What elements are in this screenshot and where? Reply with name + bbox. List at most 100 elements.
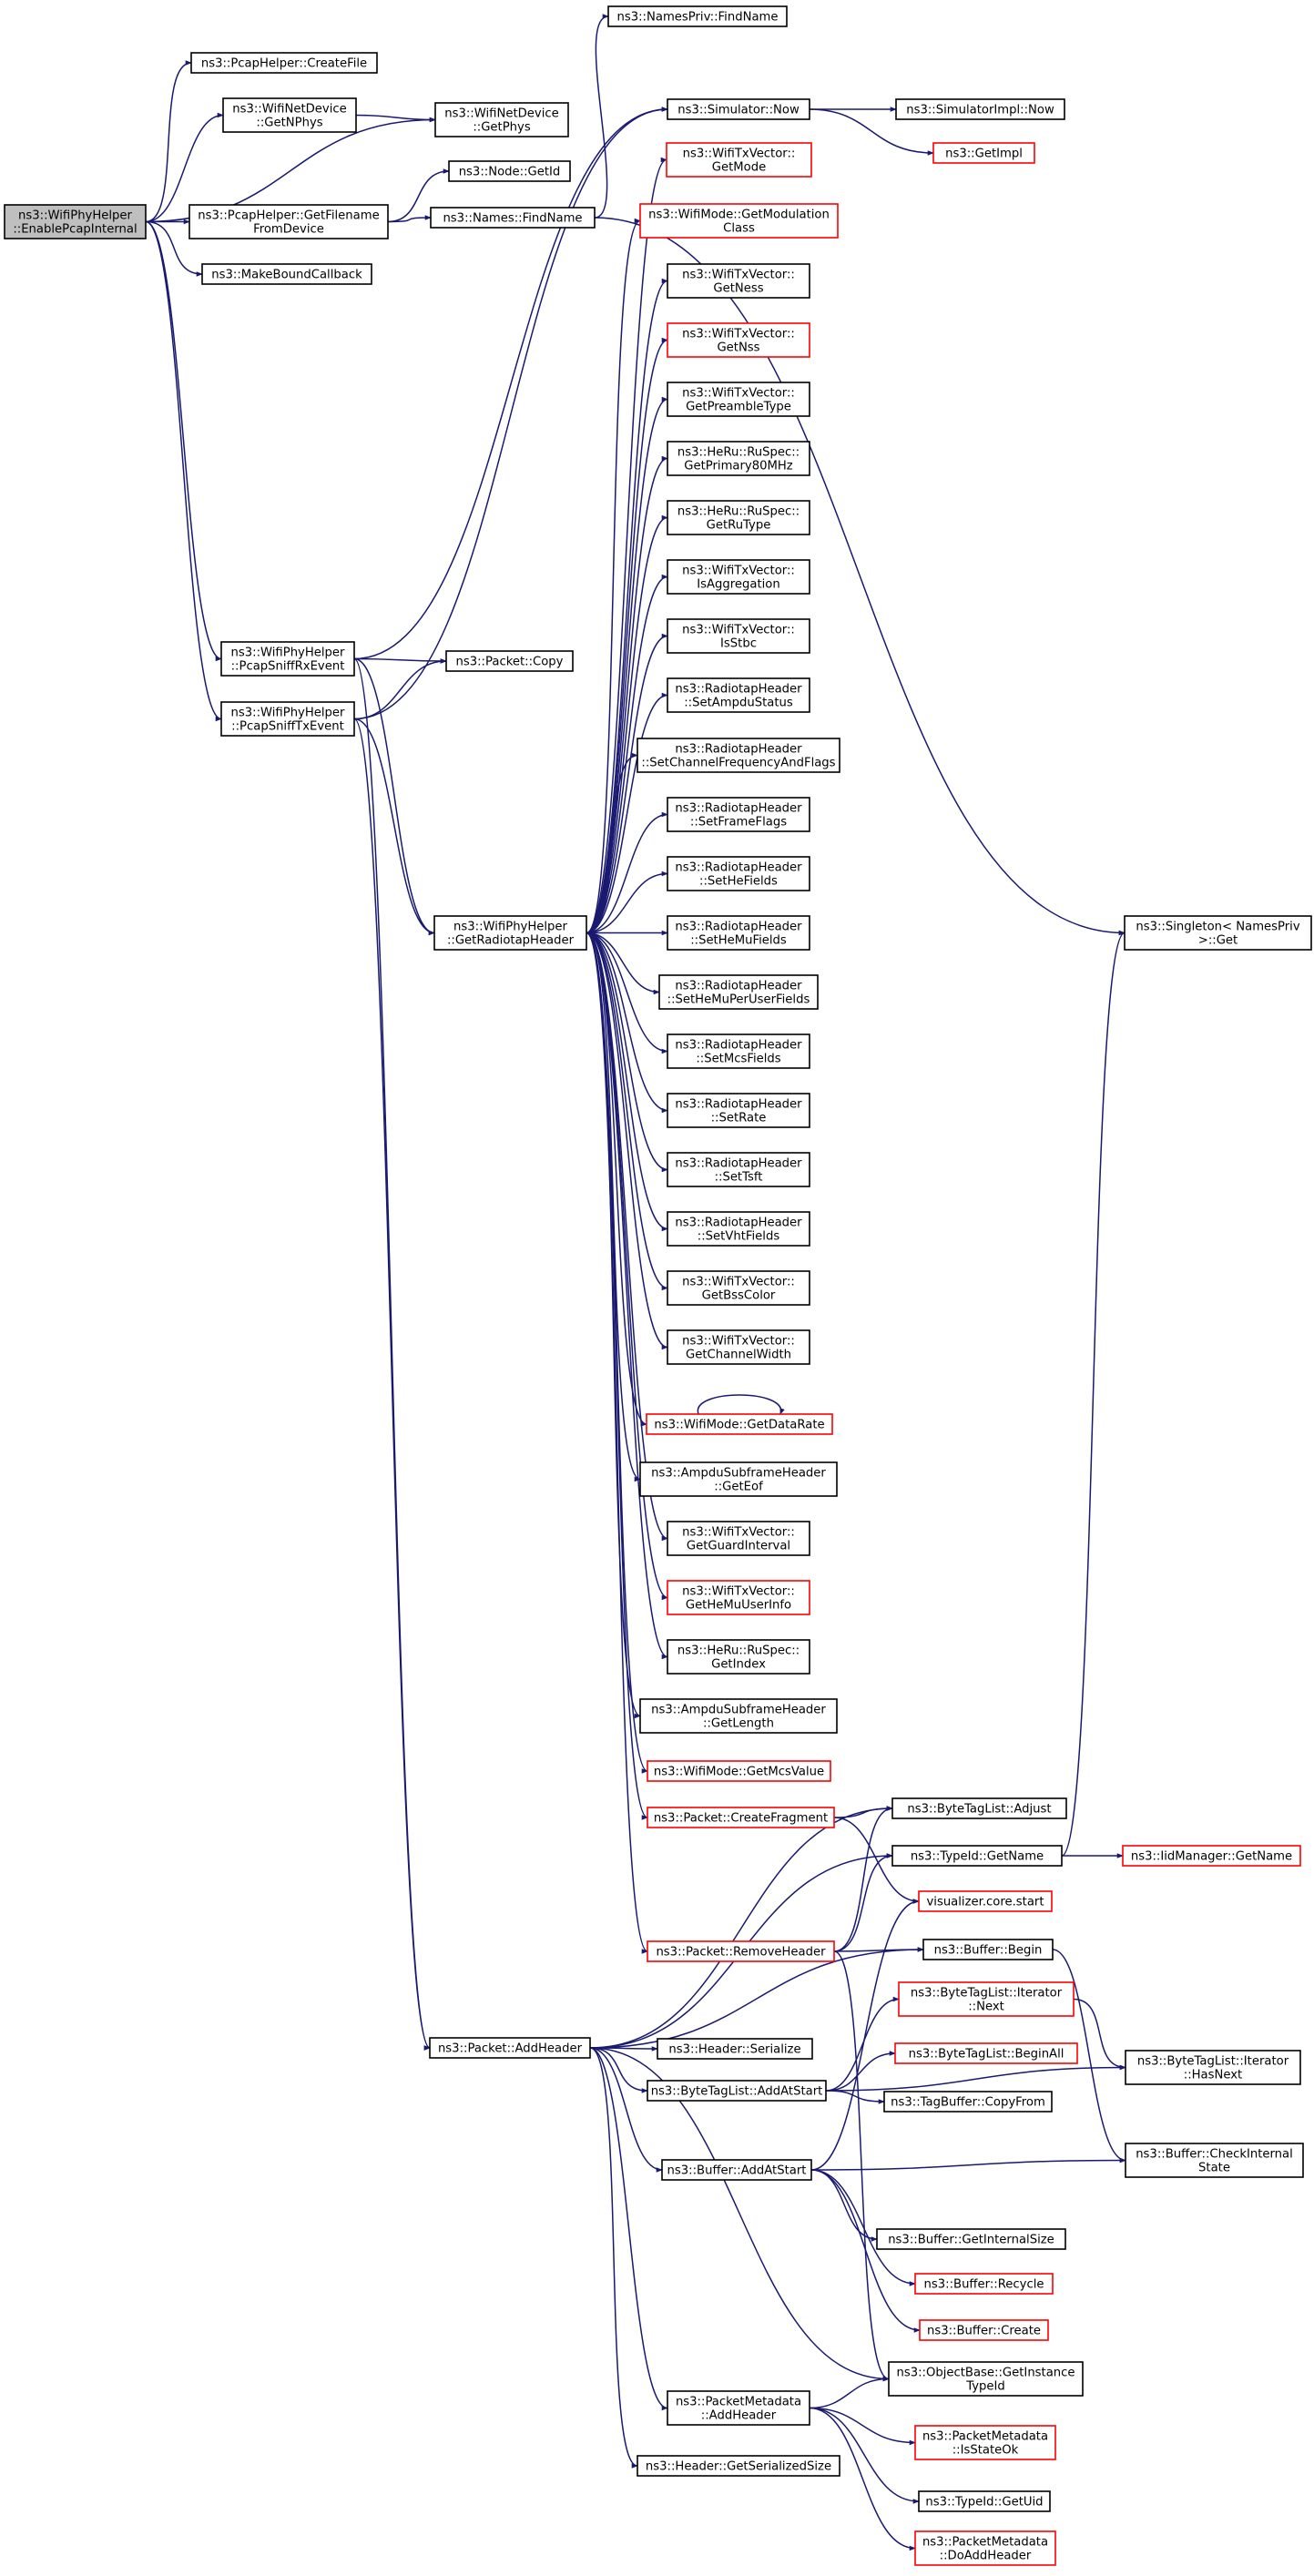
node-label: TypeId — [965, 2380, 1005, 2394]
node-label: ns3::HeRu::RuSpec:: — [677, 1644, 800, 1658]
node-tx-getnss[interactable]: ns3::WifiTxVector::GetNss — [667, 322, 810, 358]
node-typeid-name[interactable]: ns3::TypeId::GetName — [891, 1845, 1063, 1867]
node-rt-tsft[interactable]: ns3::RadiotapHeader::SetTsft — [667, 1152, 810, 1187]
node-box — [888, 2361, 1084, 2397]
node-rx-event[interactable]: ns3::WifiPhyHelper::PcapSniffRxEvent — [220, 641, 355, 677]
node-tagbuf-copy[interactable]: ns3::TagBuffer::CopyFrom — [883, 2091, 1053, 2113]
node-heru-rutype[interactable]: ns3::HeRu::RuSpec::GetRuType — [667, 500, 810, 535]
node-buf-begin[interactable]: ns3::Buffer::Begin — [922, 1939, 1054, 1960]
node-simimpl-now[interactable]: ns3::SimulatorImpl::Now — [895, 98, 1065, 120]
node-label: ::SetRate — [711, 1112, 767, 1125]
node-hdr-sersize[interactable]: ns3::Header::GetSerializedSize — [637, 2455, 840, 2477]
edge-radiotap-to-rt-mcs — [586, 932, 668, 1054]
node-tx-hemu[interactable]: ns3::WifiTxVector::GetHeMuUserInfo — [667, 1580, 810, 1615]
edge-buf-addatstart-to-buf-check — [810, 2157, 1126, 2171]
node-label: ::DoAddHeader — [940, 2550, 1032, 2563]
node-tx-bss[interactable]: ns3::WifiTxVector::GetBssColor — [667, 1270, 810, 1306]
node-ampdu-len[interactable]: ns3::AmpduSubframeHeader::GetLength — [639, 1698, 838, 1734]
node-rt-vht[interactable]: ns3::RadiotapHeader::SetVhtFields — [667, 1211, 810, 1247]
node-label: ns3::GetImpl — [945, 148, 1023, 161]
node-label: ns3::TypeId::GetName — [911, 1850, 1044, 1864]
node-btl-beginall[interactable]: ns3::ByteTagList::BeginAll — [894, 2042, 1078, 2064]
node-tx-getmode[interactable]: ns3::WifiTxVector::GetMode — [666, 142, 812, 178]
node-tx-getness[interactable]: ns3::WifiTxVector::GetNess — [667, 263, 810, 299]
node-iid-name[interactable]: ns3::IidManager::GetName — [1122, 1845, 1301, 1867]
node-label: ::GetRadiotapHeader — [447, 934, 575, 948]
node-tx-event[interactable]: ns3::WifiPhyHelper::PcapSniffTxEvent — [220, 701, 355, 737]
node-label: ns3::RadiotapHeader — [675, 1157, 802, 1171]
node-pkt-remove[interactable]: ns3::Packet::RemoveHeader — [647, 1940, 835, 1962]
node-ampdu-eof[interactable]: ns3::AmpduSubframeHeader::GetEof — [639, 1461, 838, 1497]
node-typeid-uid[interactable]: ns3::TypeId::GetUid — [918, 2490, 1051, 2512]
node-radiotap[interactable]: ns3::WifiPhyHelper::GetRadiotapHeader — [433, 915, 587, 951]
node-label: ::SetVhtFields — [698, 1230, 780, 1244]
node-label: ::GetNPhys — [256, 117, 322, 130]
node-rt-ampdu[interactable]: ns3::RadiotapHeader::SetAmpduStatus — [667, 677, 810, 713]
node-label: ns3::PacketMetadata — [922, 2430, 1048, 2444]
node-buf-create[interactable]: ns3::Buffer::Create — [919, 2319, 1049, 2341]
node-box — [657, 2038, 813, 2060]
node-pkt-copy[interactable]: ns3::Packet::Copy — [445, 650, 574, 672]
node-label: ::SetHeMuFields — [690, 934, 787, 948]
node-tx-isagg[interactable]: ns3::WifiTxVector::IsAggregation — [667, 559, 810, 595]
node-rt-he[interactable]: ns3::RadiotapHeader::SetHeFields — [667, 856, 810, 891]
node-btl-addatstart[interactable]: ns3::ByteTagList::AddAtStart — [647, 2080, 827, 2102]
node-label: ns3::Node::GetId — [459, 166, 561, 179]
node-btl-iter-hasnext[interactable]: ns3::ByteTagList::Iterator::HasNext — [1125, 2050, 1301, 2085]
node-heru-index[interactable]: ns3::HeRu::RuSpec::GetIndex — [667, 1639, 810, 1675]
node-buf-intsize[interactable]: ns3::Buffer::GetInternalSize — [876, 2228, 1066, 2250]
edge-radiotap-to-pkt-frag — [586, 932, 648, 1820]
node-buf-addatstart[interactable]: ns3::Buffer::AddAtStart — [661, 2159, 812, 2181]
node-label: ns3::WifiMode::GetModulation — [648, 209, 830, 222]
node-root[interactable]: ns3::WifiPhyHelper::EnablePcapInternal — [4, 204, 147, 239]
node-box — [667, 1521, 810, 1556]
node-tx-isstbc[interactable]: ns3::WifiTxVector::IsStbc — [667, 618, 810, 654]
node-hdr-serialize[interactable]: ns3::Header::Serialize — [657, 2038, 813, 2060]
node-singleton[interactable]: ns3::Singleton< NamesPriv >::Get — [1124, 915, 1312, 951]
node-getphys[interactable]: ns3::WifiNetDevice::GetPhys — [434, 102, 569, 137]
edge-pm-addheader-to-pm-doadd — [809, 2407, 916, 2551]
edge-pm-addheader-to-pm-isstateok — [809, 2407, 916, 2446]
node-tx-guard[interactable]: ns3::WifiTxVector::GetGuardInterval — [667, 1521, 810, 1556]
node-label: ::AddHeader — [701, 2409, 777, 2423]
node-namespriv-find[interactable]: ns3::NamesPriv::FindName — [607, 5, 788, 27]
node-getimpl[interactable]: ns3::GetImpl — [932, 142, 1035, 164]
node-names-find[interactable]: ns3::Names::FindName — [430, 207, 596, 229]
node-tx-chw[interactable]: ns3::WifiTxVector::GetChannelWidth — [667, 1329, 810, 1365]
node-box — [1125, 2050, 1301, 2085]
node-viz[interactable]: visualizer.core.start — [918, 1890, 1053, 1912]
node-mode-mcs[interactable]: ns3::WifiMode::GetMcsValue — [647, 1760, 831, 1782]
node-label: ns3::Packet::CreateFragment — [654, 1812, 828, 1826]
node-tx-getpreamble[interactable]: ns3::WifiTxVector::GetPreambleType — [667, 382, 810, 417]
node-node-getid[interactable]: ns3::Node::GetId — [448, 160, 571, 182]
node-rt-hemu[interactable]: ns3::RadiotapHeader::SetHeMuFields — [667, 915, 810, 951]
node-getnphys[interactable]: ns3::WifiNetDevice::GetNPhys — [222, 97, 357, 133]
node-rt-chan[interactable]: ns3::RadiotapHeader::SetChannelFrequency… — [637, 738, 840, 773]
node-label: ns3::ByteTagList::BeginAll — [909, 2048, 1064, 2062]
node-box — [646, 1413, 833, 1435]
node-box — [667, 1033, 810, 1069]
node-heru-primary[interactable]: ns3::HeRu::RuSpec::GetPrimary80MHz — [667, 441, 810, 476]
node-btl-iter-next[interactable]: ns3::ByteTagList::Iterator::Next — [898, 1981, 1075, 2017]
node-pm-doadd[interactable]: ns3::PacketMetadata::DoAddHeader — [914, 2530, 1056, 2566]
node-mode-datarate[interactable]: ns3::WifiMode::GetDataRate — [646, 1413, 833, 1435]
node-makebound[interactable]: ns3::MakeBoundCallback — [201, 263, 372, 285]
node-rt-rate[interactable]: ns3::RadiotapHeader::SetRate — [667, 1093, 810, 1128]
node-btl-adjust[interactable]: ns3::ByteTagList::Adjust — [891, 1797, 1067, 1819]
node-rt-frameflags[interactable]: ns3::RadiotapHeader::SetFrameFlags — [667, 797, 810, 832]
node-rt-mcs[interactable]: ns3::RadiotapHeader::SetMcsFields — [667, 1033, 810, 1069]
node-pcap-create[interactable]: ns3::PcapHelper::CreateFile — [190, 52, 378, 74]
node-pm-isstateok[interactable]: ns3::PacketMetadata::IsStateOk — [914, 2425, 1056, 2460]
node-pm-addheader[interactable]: ns3::PacketMetadata::AddHeader — [667, 2390, 810, 2426]
node-pkt-frag[interactable]: ns3::Packet::CreateFragment — [647, 1807, 835, 1828]
node-pkt-addheader[interactable]: ns3::Packet::AddHeader — [429, 2037, 591, 2059]
node-label: ns3::NamesPriv::FindName — [617, 11, 779, 25]
node-rt-hemuper[interactable]: ns3::RadiotapHeader::SetHeMuPerUserField… — [658, 974, 819, 1010]
node-sim-now[interactable]: ns3::Simulator::Now — [667, 98, 810, 120]
node-label: ns3::AmpduSubframeHeader — [651, 1704, 826, 1717]
node-buf-recycle[interactable]: ns3::Buffer::Recycle — [914, 2273, 1054, 2295]
